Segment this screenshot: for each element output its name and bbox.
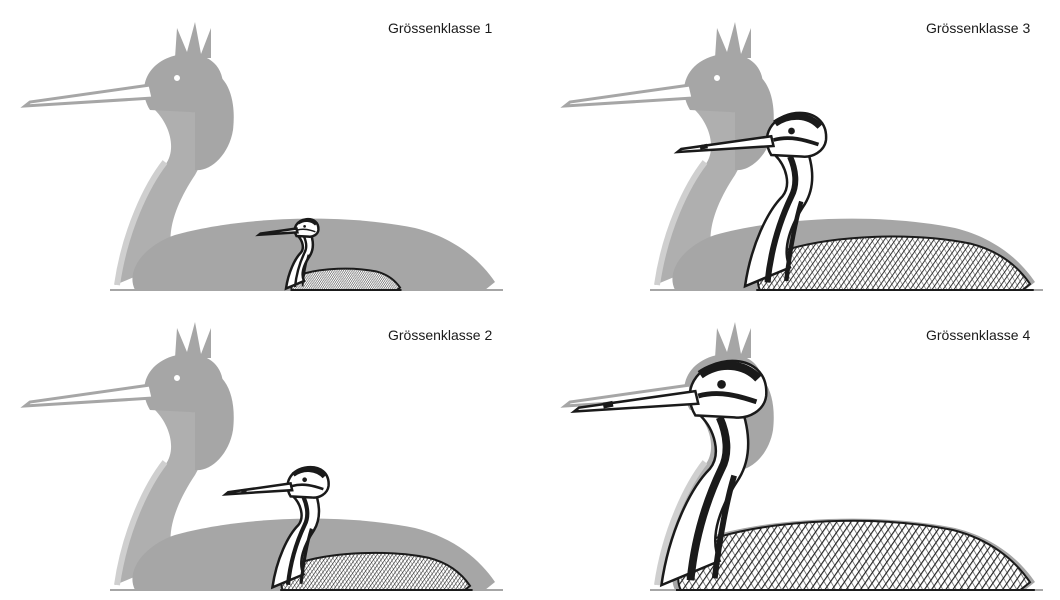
size-class-label: Grössenklasse 4: [926, 327, 1030, 343]
size-class-label: Grössenklasse 3: [926, 20, 1030, 36]
adult-beak: [25, 385, 153, 406]
adult-head: [144, 54, 223, 112]
adult-crest: [175, 322, 211, 358]
chick-beak-mark: [700, 146, 708, 148]
chick-eye: [788, 128, 795, 135]
adult-crest: [715, 322, 751, 358]
chick-beak-mark: [241, 490, 246, 491]
chick-eye: [717, 380, 726, 389]
grebe-illustration: [530, 300, 1060, 600]
chick-beak-mark: [268, 232, 271, 233]
adult-eye: [713, 74, 721, 82]
adult-grebe-silhouette: [25, 322, 503, 590]
grebe-illustration: [0, 300, 530, 600]
adult-head: [684, 54, 763, 112]
adult-beak: [565, 85, 693, 106]
size-class-label: Grössenklasse 1: [388, 20, 492, 36]
adult-eye: [173, 374, 181, 382]
panel-size-class-4: Grössenklasse 4: [530, 300, 1060, 600]
chick-eye: [303, 225, 306, 228]
size-class-label: Grössenklasse 2: [388, 327, 492, 343]
chick-eye: [302, 477, 307, 482]
adult-grebe-silhouette: [25, 22, 503, 290]
panel-size-class-2: Grössenklasse 2: [0, 300, 530, 600]
grebe-illustration: [530, 0, 1060, 300]
panel-size-class-1: Grössenklasse 1: [0, 0, 530, 300]
adult-eye: [173, 74, 181, 82]
adult-crest: [175, 22, 211, 58]
adult-crest: [715, 22, 751, 58]
chick-beak: [226, 483, 293, 494]
adult-beak: [25, 85, 153, 106]
grebe-illustration: [0, 0, 530, 300]
adult-head: [144, 354, 223, 412]
chick-beak-mark: [603, 404, 613, 406]
panel-size-class-3: Grössenklasse 3: [530, 0, 1060, 300]
